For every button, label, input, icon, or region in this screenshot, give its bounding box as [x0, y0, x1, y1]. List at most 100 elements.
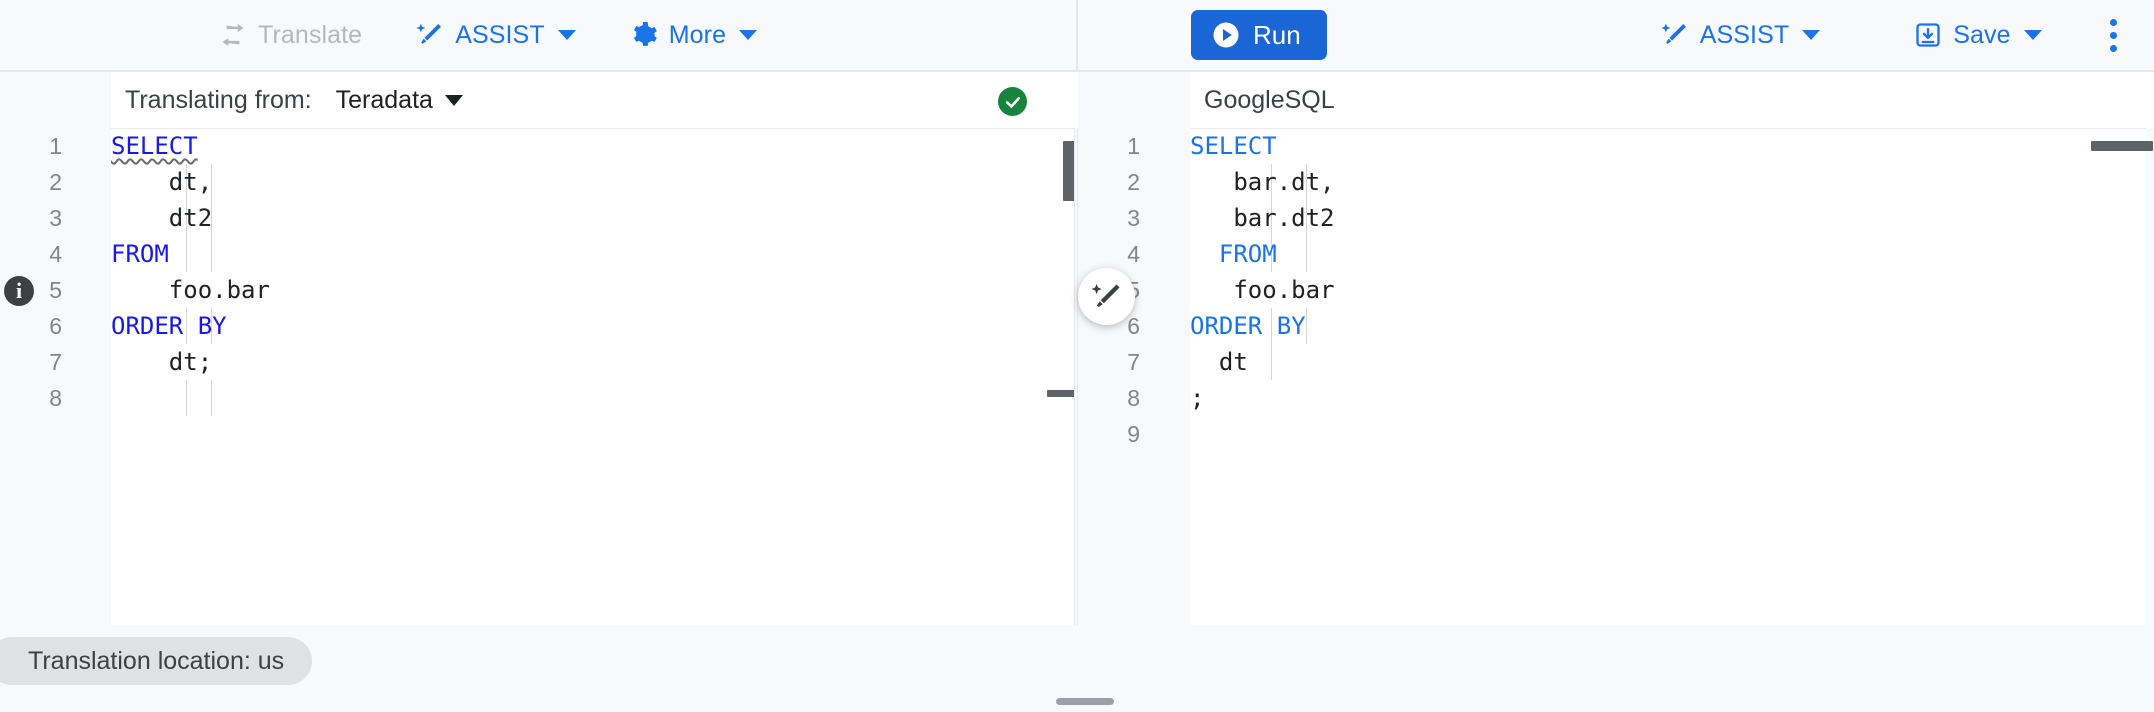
translate-button[interactable]: Translate: [205, 11, 376, 59]
indent-guide: [186, 380, 187, 416]
code-line[interactable]: 3 dt2: [0, 200, 1078, 236]
source-assist-button[interactable]: ASSIST: [402, 11, 590, 59]
line-number: 6: [49, 313, 62, 339]
code-text: ORDER BY: [1190, 308, 1306, 344]
chevron-down-icon: [444, 94, 463, 106]
code-token: SELECT: [1190, 132, 1277, 160]
code-token: FROM: [111, 240, 169, 268]
more-label: More: [668, 20, 727, 49]
source-gutter: [0, 128, 111, 625]
indent-guide: [1271, 308, 1272, 380]
swap-horizontal-icon: [219, 21, 247, 49]
code-line[interactable]: 7 dt: [1078, 344, 2154, 380]
more-button[interactable]: More: [616, 11, 771, 59]
chevron-down-icon: [739, 30, 758, 40]
code-line[interactable]: 5 foo.bar: [0, 272, 1078, 308]
source-assist-label: ASSIST: [455, 20, 545, 49]
source-code-surface[interactable]: [111, 128, 1075, 625]
line-number: 7: [1127, 349, 1140, 375]
run-label: Run: [1253, 19, 1301, 50]
line-number: 2: [1127, 169, 1140, 195]
save-label: Save: [1953, 20, 2011, 49]
code-line[interactable]: 9: [1078, 416, 2154, 452]
line-number: 8: [49, 385, 62, 411]
code-line[interactable]: 4 FROM: [0, 236, 1078, 272]
code-text: ;: [1190, 380, 1204, 416]
target-dialect-value: GoogleSQL: [1204, 85, 1335, 114]
target-gutter: [1078, 128, 1189, 625]
line-number: 1: [49, 133, 62, 159]
magic-wand-icon: [1661, 21, 1689, 49]
code-text: foo.bar: [111, 272, 270, 308]
line-number: 3: [49, 205, 62, 231]
info-icon[interactable]: i: [4, 276, 34, 306]
target-assist-button[interactable]: ASSIST: [1647, 11, 1835, 59]
code-text: SELECT: [111, 128, 198, 164]
code-token: bar.dt2: [1190, 204, 1335, 232]
code-text: dt2: [111, 200, 212, 236]
source-horizontal-scrollbar[interactable]: [1047, 390, 1077, 397]
code-token: ORDER BY: [1190, 312, 1306, 340]
target-horizontal-scrollbar[interactable]: [2091, 141, 2153, 151]
indent-guide: [186, 308, 187, 344]
code-line[interactable]: 3 bar.dt2: [1078, 200, 2154, 236]
chevron-down-icon: [557, 30, 576, 40]
code-line[interactable]: 2 dt,: [0, 164, 1078, 200]
save-button[interactable]: Save: [1900, 11, 2055, 59]
line-number: 9: [1127, 421, 1140, 447]
line-number: 8: [1127, 385, 1140, 411]
line-number: 1: [1127, 133, 1140, 159]
save-icon: [1914, 21, 1942, 49]
source-dialect-bar: Translating from: Teradata: [0, 72, 1078, 128]
source-dialect-select[interactable]: Teradata: [336, 86, 463, 115]
target-code-surface[interactable]: [1190, 128, 2146, 625]
chevron-down-icon: [2023, 30, 2042, 40]
code-text: dt,: [111, 164, 212, 200]
indent-guide: [1306, 164, 1307, 272]
code-token: bar.dt,: [1190, 168, 1335, 196]
code-token: dt2: [111, 204, 213, 232]
source-vertical-scrollbar[interactable]: [1063, 141, 1077, 201]
target-dialect-bar: GoogleSQL: [1078, 72, 2154, 128]
line-number: 4: [1127, 241, 1140, 267]
code-token: dt;: [111, 348, 213, 376]
magic-wand-icon: [1091, 281, 1123, 313]
more-vert-icon[interactable]: [2100, 9, 2127, 62]
code-text: bar.dt,: [1190, 164, 1335, 200]
indent-guide: [211, 380, 212, 416]
target-toolbar: Run ASSIST: [1078, 0, 2154, 70]
line-number: 4: [49, 241, 62, 267]
code-text: dt: [1190, 344, 1248, 380]
code-line[interactable]: 8: [0, 380, 1078, 416]
code-line[interactable]: 1 SELECT: [1078, 128, 2154, 164]
play-circle-icon: [1211, 20, 1241, 50]
code-line[interactable]: 7 dt;: [0, 344, 1078, 380]
code-line[interactable]: 5 foo.bar: [1078, 272, 2154, 308]
inline-assist-button[interactable]: [1078, 268, 1135, 325]
pane-divider[interactable]: [1074, 128, 1078, 625]
translation-location-label: Translation location: us: [28, 646, 285, 675]
indent-guide: [211, 164, 212, 272]
dialect-header-row: Translating from: Teradata GoogleSQL: [0, 72, 2154, 128]
main-toolbar: Translate ASSIST: [0, 0, 2154, 72]
indent-guide: [1271, 164, 1272, 272]
code-line[interactable]: 4 FROM: [1078, 236, 2154, 272]
check-circle-icon: [1003, 92, 1023, 112]
translation-location-chip: Translation location: us: [0, 637, 313, 685]
code-line[interactable]: 8;: [1078, 380, 2154, 416]
panel-resize-handle[interactable]: [1056, 698, 1114, 705]
translating-from-label: Translating from:: [125, 85, 312, 114]
code-line[interactable]: 2 bar.dt,: [1078, 164, 2154, 200]
code-line[interactable]: 6 ORDER BY: [0, 308, 1078, 344]
line-number: 7: [49, 349, 62, 375]
line-number: 3: [1127, 205, 1140, 231]
line-number: 5: [49, 277, 62, 303]
code-token: ORDER BY: [111, 312, 227, 340]
source-toolbar: Translate ASSIST: [0, 0, 1078, 70]
code-line[interactable]: 1 SELECT: [0, 128, 1078, 164]
run-button[interactable]: Run: [1191, 10, 1327, 60]
code-token: dt: [1190, 348, 1248, 376]
